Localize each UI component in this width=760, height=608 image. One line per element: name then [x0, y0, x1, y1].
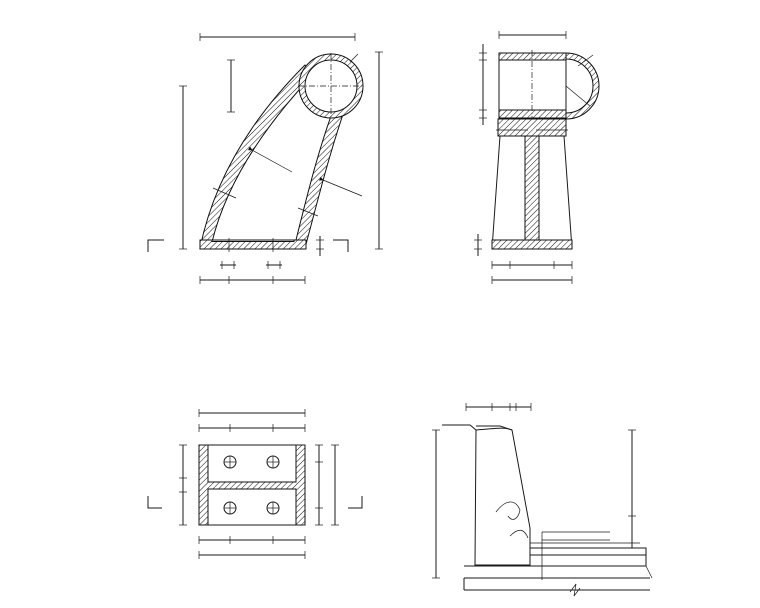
side-pipe-block — [498, 52, 567, 111]
thickness-tick-2 — [297, 207, 319, 217]
curb-top — [475, 427, 513, 431]
bolt-hole-1 — [223, 455, 237, 469]
side-pipe-bottom-wall — [498, 109, 567, 119]
bolt-hole-3 — [223, 501, 237, 515]
plan-plate-top-opening — [207, 444, 297, 483]
bolt-hole-4 — [266, 501, 280, 515]
side-pipe-top-wall — [498, 52, 567, 61]
inner-leader — [247, 146, 293, 173]
pipe-radius-leader — [349, 53, 359, 63]
front-base-inner — [211, 239, 295, 242]
thickness-tick-1 — [212, 187, 237, 199]
plan-section-mark-right — [348, 496, 363, 509]
deck-slab — [529, 547, 647, 567]
section-mark-left — [147, 239, 164, 252]
side-elevation-view — [474, 31, 600, 284]
side-base-plate — [491, 239, 573, 250]
installation-section-view — [432, 403, 653, 597]
outer-leader — [318, 176, 363, 197]
plan-plate-bottom-opening — [207, 488, 297, 526]
bracket-weld-detail — [495, 501, 521, 520]
section-mark-right — [333, 239, 349, 252]
front-elevation-view — [147, 33, 383, 284]
break-line — [569, 583, 581, 597]
bolt-hole-2 — [266, 455, 280, 469]
side-radius-line-1 — [565, 85, 591, 107]
curb-profile — [442, 424, 531, 566]
side-flange — [497, 118, 567, 137]
side-web — [524, 135, 540, 241]
plan-section-mark-left — [147, 496, 162, 509]
bracket-weld-detail-2 — [509, 529, 529, 539]
side-radius-line-2 — [577, 54, 594, 67]
base-plate-plan-view — [147, 409, 363, 559]
